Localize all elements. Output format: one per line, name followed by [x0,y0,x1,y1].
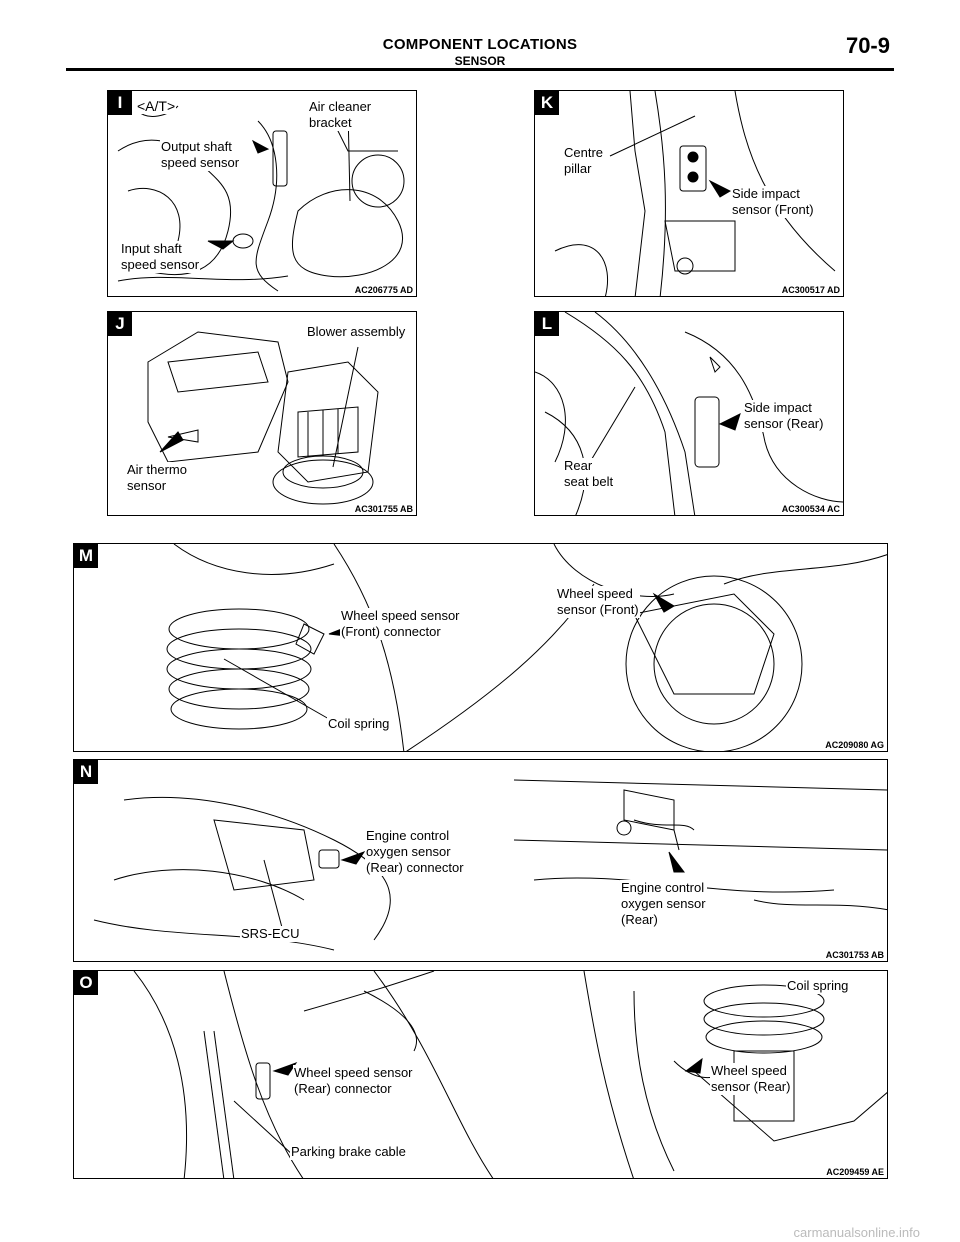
label-air-thermo-sensor: Air thermo sensor [126,462,188,494]
figure-code: AC206775 AD [353,285,414,295]
label-engine-control-oxygen-sensor-rear-connector: Engine control oxygen sensor (Rear) conn… [365,828,465,876]
figure-l-illustration [535,312,843,515]
panel-badge: L [535,312,559,336]
figure-panel-k: K Centre pillar Side impact sensor (Fron… [534,90,844,297]
label-rear-seat-belt: Rear seat belt [563,458,615,490]
label-centre-pillar: Centre pillar [563,145,605,177]
label-wheel-speed-sensor-front: Wheel speed sensor (Front) [556,586,640,618]
label-output-shaft-speed-sensor: Output shaft speed sensor [160,139,241,171]
header-rule [66,68,894,71]
watermark-text: carmanualsonline.info [793,1225,920,1240]
label-side-impact-sensor-front: Side impact sensor (Front) [731,186,815,218]
figure-code: AC301755 AB [353,504,414,514]
panel-badge: J [108,312,132,336]
label-blower-assembly: Blower assembly [306,324,407,340]
label-at: <A/T> [136,98,177,114]
panel-badge: M [74,544,98,568]
figure-code: AC300534 AC [780,504,841,514]
section-title: COMPONENT LOCATIONS [382,36,578,53]
label-parking-brake-cable: Parking brake cable [290,1144,407,1160]
label-wheel-speed-sensor-front-connector: Wheel speed sensor (Front) connector [340,608,461,640]
figure-o-illustration [133,971,887,1178]
figure-k-illustration [554,91,836,296]
figure-code: AC301753 AB [824,950,885,960]
figure-panel-l: L Side impact sensor (Rear) Rear seat be… [534,311,844,516]
figure-j-illustration [147,331,379,505]
figure-n-illustration [93,779,887,951]
label-coil-spring: Coil spring [327,716,391,732]
page-number: 70-9 [845,33,890,58]
panel-badge: K [535,91,559,115]
figure-code: AC209080 AG [824,740,885,750]
label-wheel-speed-sensor-rear-connector: Wheel speed sensor (Rear) connector [293,1065,414,1097]
label-engine-control-oxygen-sensor-rear: Engine control oxygen sensor (Rear) [620,880,707,928]
panel-badge: N [74,760,98,784]
label-input-shaft-speed-sensor: Input shaft speed sensor [120,241,201,273]
label-air-cleaner-bracket: Air cleaner bracket [308,99,373,131]
section-subtitle: SENSOR [454,54,506,68]
figure-m-illustration [166,544,887,751]
label-wheel-speed-sensor-rear: Wheel speed sensor (Rear) [710,1063,792,1095]
label-srs-ecu: SRS-ECU [240,926,301,942]
figure-panel-i: I <A/T> Air cleaner bracket Output shaft… [107,90,417,297]
figure-panel-j: J Blower assembly Air thermo sensor AC30… [107,311,417,516]
panel-badge: I [108,91,132,115]
panel-badge: O [74,971,98,995]
figure-code: AC300517 AD [780,285,841,295]
figure-panel-n: N Engine control oxygen sensor (Rear) co… [73,759,888,962]
figure-panel-m: M Wheel speed sensor (Front) connector W… [73,543,888,752]
figure-panel-o: O Coil spring Wheel speed sensor (Rear) … [73,970,888,1179]
figure-code: AC209459 AE [825,1167,885,1177]
label-coil-spring: Coil spring [786,978,850,994]
label-side-impact-sensor-rear: Side impact sensor (Rear) [743,400,825,432]
